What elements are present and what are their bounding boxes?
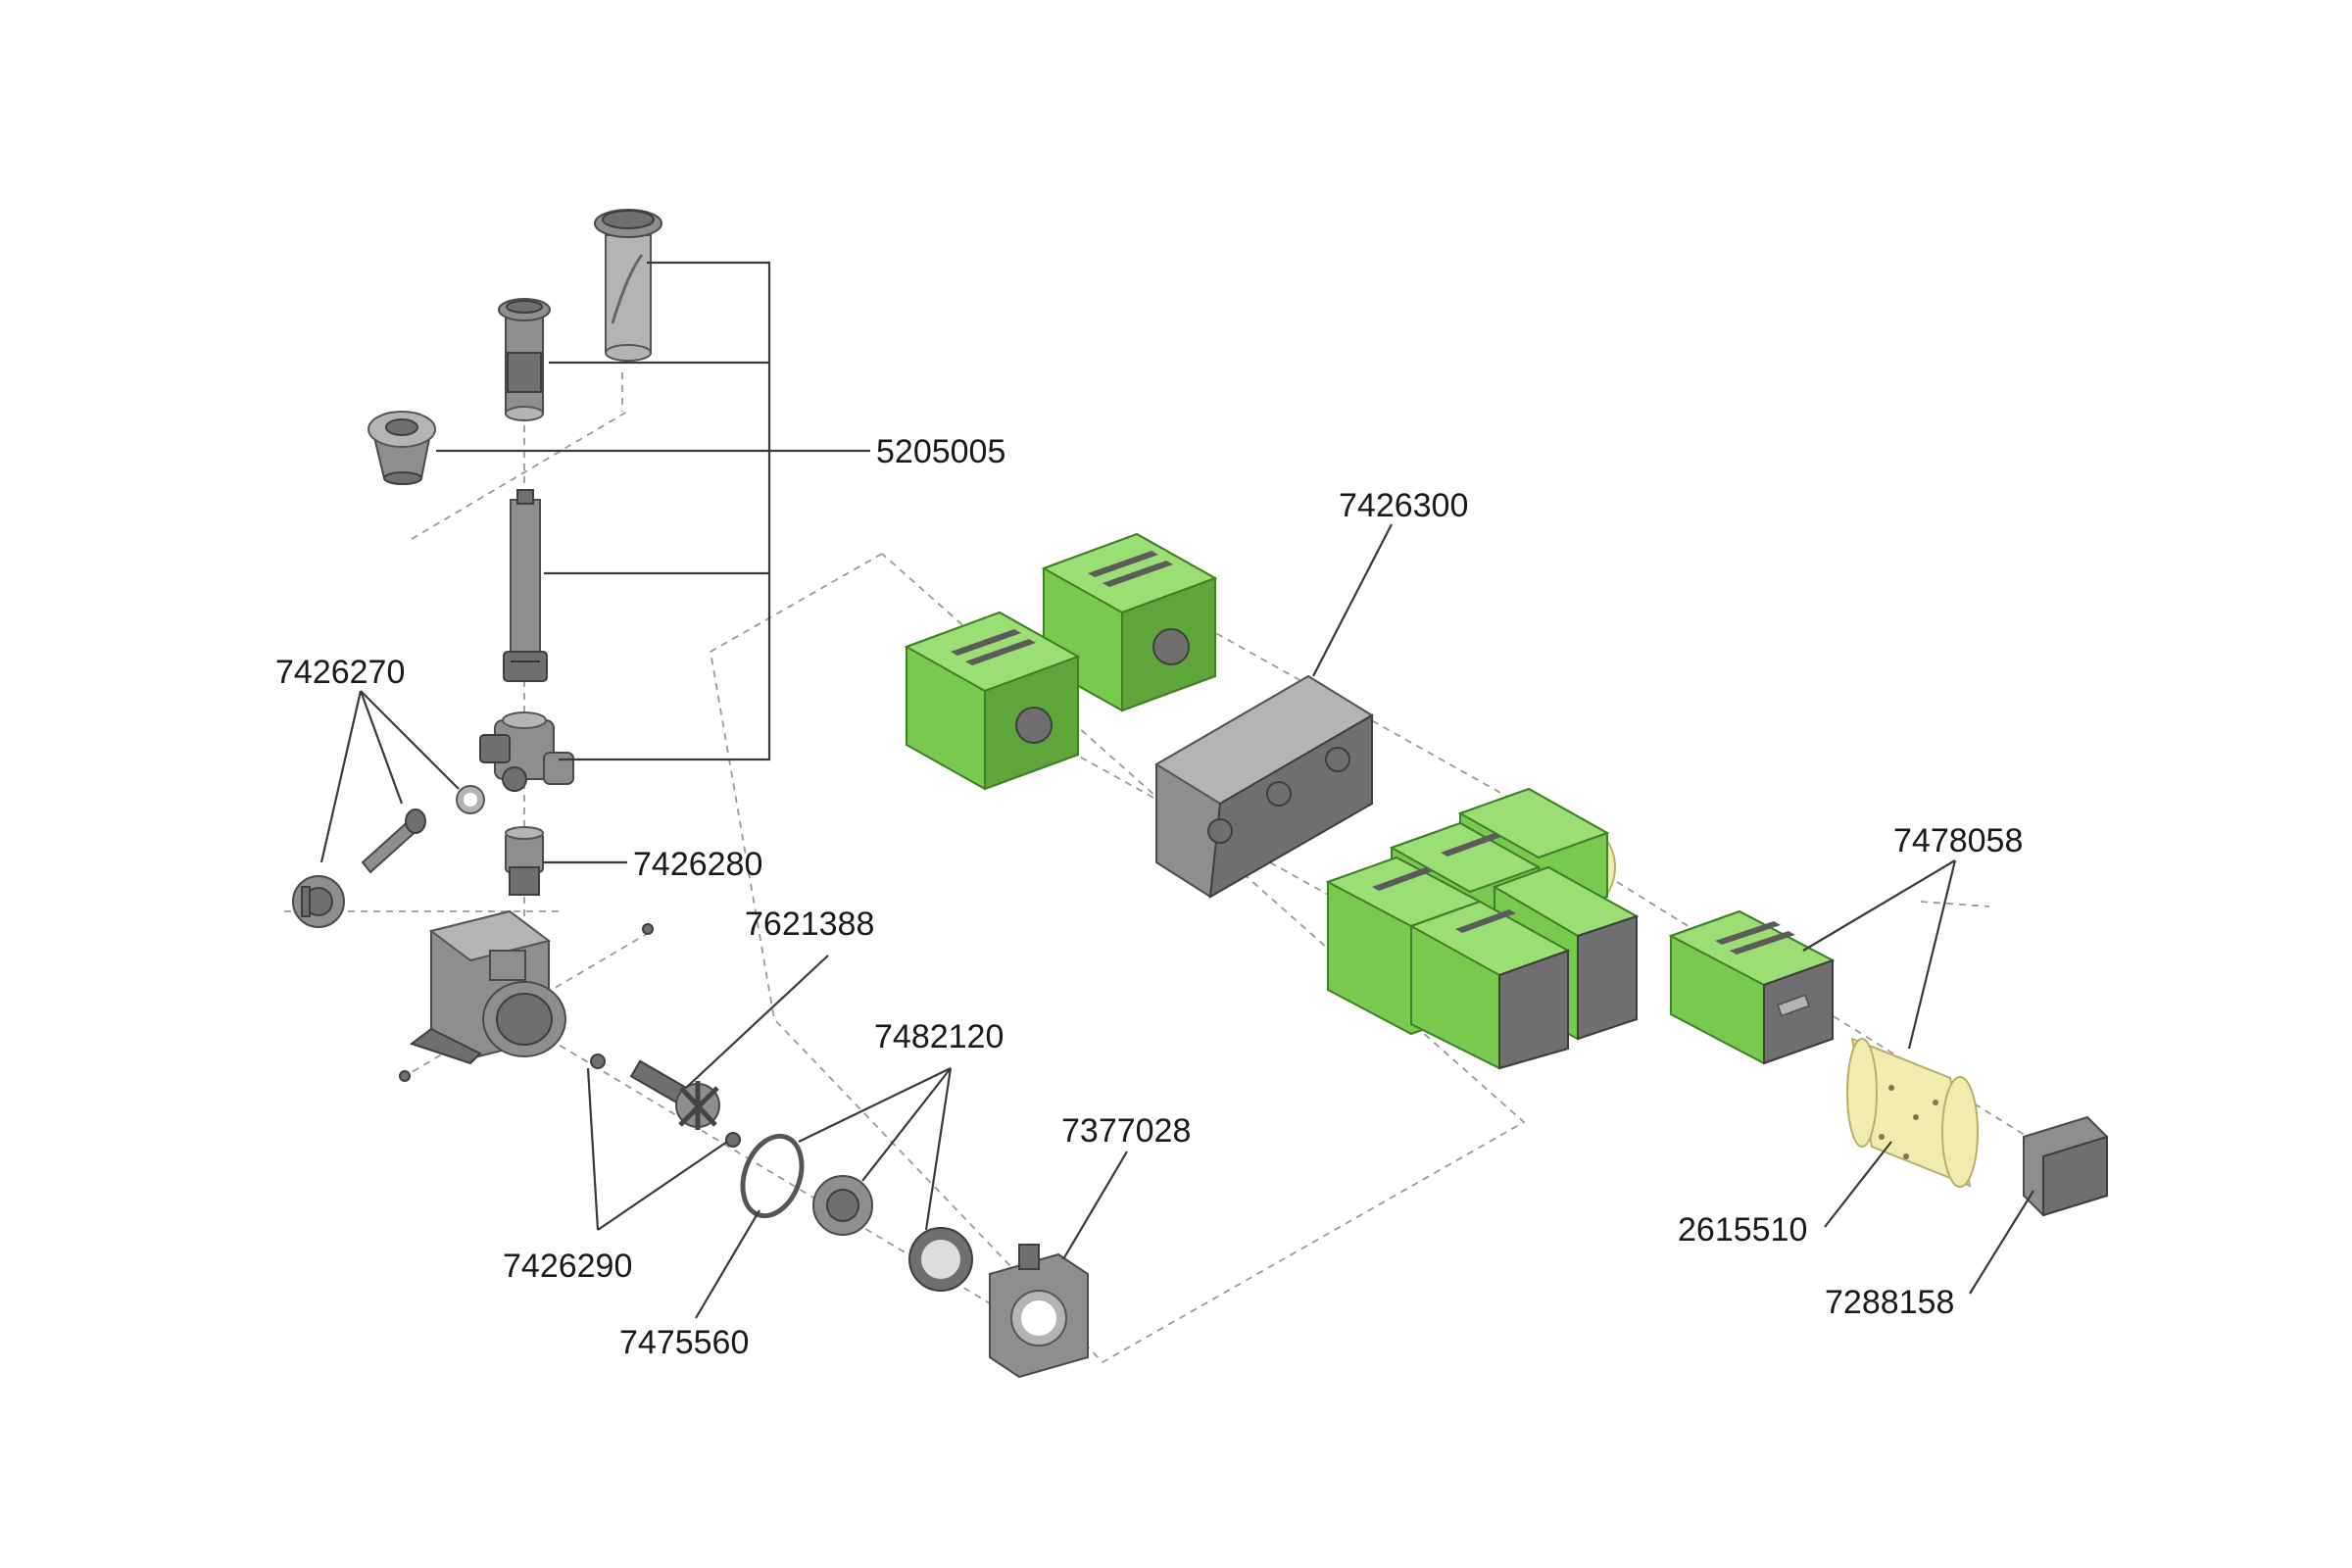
tall-nozzle-tube [594, 209, 662, 362]
label-2615510: 2615510 [1678, 1211, 1807, 1249]
label-7621388: 7621388 [745, 906, 874, 943]
filter-module-top [1041, 532, 1218, 712]
extension-pipe [503, 489, 548, 682]
filter-housing [1154, 674, 1374, 899]
label-7426290: 7426290 [503, 1248, 632, 1285]
label-7288158: 7288158 [1825, 1284, 1954, 1321]
filter-module-right [1668, 909, 1836, 1065]
t-valve [479, 711, 574, 792]
label-7478058: 7478058 [1893, 822, 2023, 859]
label-7377028: 7377028 [1061, 1112, 1191, 1150]
o-ring [740, 1133, 805, 1219]
connector-adapter [505, 826, 544, 896]
label-7475560: 7475560 [619, 1324, 749, 1361]
impeller-cover [812, 1175, 973, 1292]
label-7426270: 7426270 [275, 654, 405, 691]
filter-module-left [904, 611, 1081, 791]
leader-lines [319, 261, 2034, 1319]
label-7426280: 7426280 [633, 846, 762, 883]
end-cap [2023, 1115, 2108, 1217]
label-7426300: 7426300 [1339, 487, 1468, 524]
label-7482120: 7482120 [874, 1018, 1004, 1055]
short-nozzle-tube [498, 298, 551, 421]
pump-body [409, 909, 566, 1065]
foam-sponge [1846, 1037, 1979, 1188]
part-labels: 5205005 7426300 7426270 7426280 7621388 … [275, 433, 2023, 1361]
screws [399, 923, 741, 1148]
accessory-set [292, 785, 485, 928]
cone-nozzle [368, 411, 436, 485]
impeller [629, 1059, 720, 1130]
label-5205005: 5205005 [876, 433, 1005, 470]
filter-module-cluster [1325, 787, 1640, 1070]
mounting-bracket [989, 1244, 1089, 1379]
